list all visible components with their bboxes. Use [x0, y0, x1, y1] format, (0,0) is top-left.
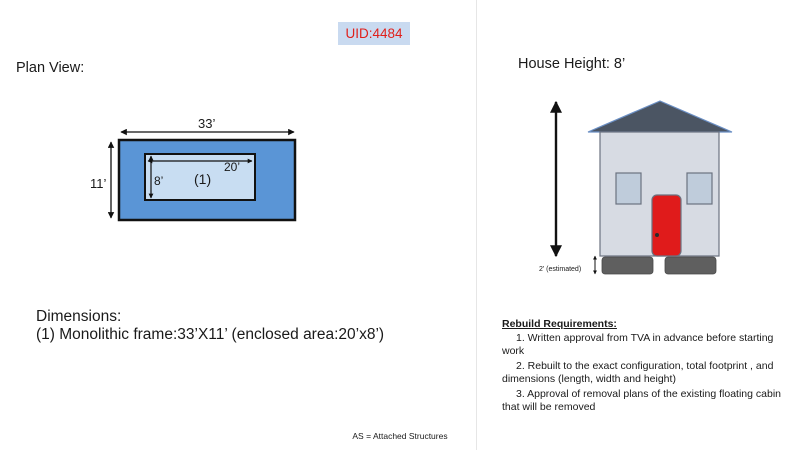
outer-width-label: 33’ [198, 116, 215, 131]
house-elevation-diagram: 2’ (estimated) [539, 100, 733, 275]
foundation-skid-right [664, 256, 717, 275]
foundation-label: 2’ (estimated) [539, 266, 581, 273]
rebuild-requirement-item: 3. Approval of removal plans of the exis… [502, 388, 781, 413]
house-right-window [686, 172, 713, 205]
outer-height-label: 11’ [90, 176, 106, 191]
rebuild-requirements-title: Rebuild Requirements: [502, 318, 617, 330]
dimensions-title: Dimensions: [36, 308, 122, 325]
house-left-window [615, 172, 642, 205]
inner-height-label: 8’ [154, 174, 163, 188]
plan-view-diagram: 33’ 11’ 20’ 8’ (1) [90, 116, 297, 222]
enclosed-area-id-label: (1) [194, 171, 211, 187]
footer-note: AS = Attached Structures [352, 431, 448, 441]
plan-view-label: Plan View: [16, 60, 85, 76]
house-height-label: House Height: 8’ [518, 56, 626, 72]
foundation-skid-left [601, 256, 654, 275]
house-roof [587, 100, 733, 133]
rebuild-requirement-item: 1. Written approval from TVA in advance … [502, 332, 774, 357]
dimensions-item: (1) Monolithic frame:33’X11’ (enclosed a… [36, 326, 385, 343]
door-knob [655, 233, 659, 237]
uid-badge: UID:4484 [338, 22, 410, 45]
inner-width-label: 20’ [224, 160, 240, 174]
page-divider [476, 0, 477, 450]
house-door [651, 194, 682, 257]
rebuild-requirement-item: 2. Rebuilt to the exact configuration, t… [502, 360, 774, 385]
